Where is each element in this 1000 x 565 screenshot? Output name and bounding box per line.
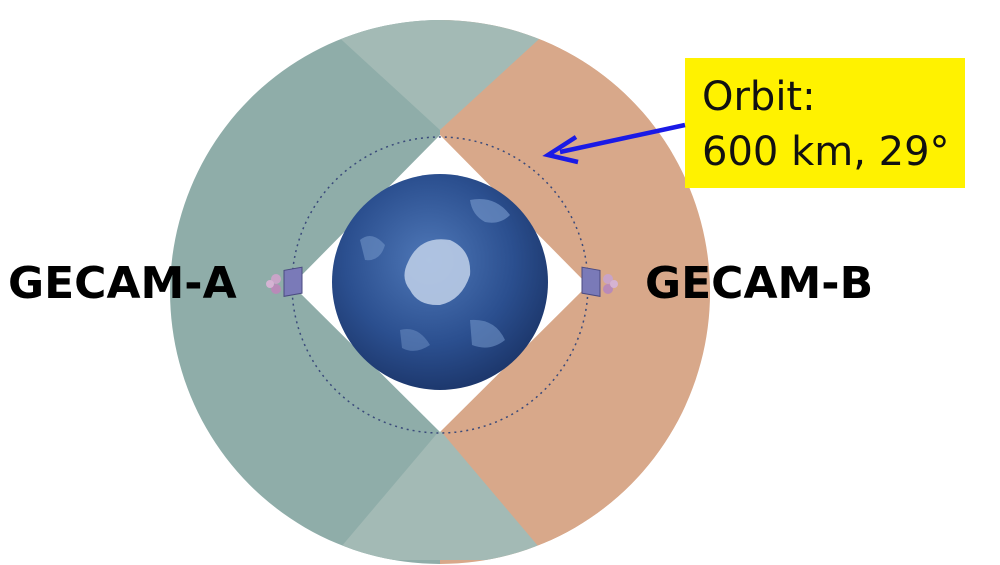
orbit-callout-box [685, 58, 965, 188]
orbit-callout-line1: Orbit: [702, 74, 816, 120]
satellite-b-label: GECAM-B [645, 258, 873, 309]
satellite-b-icon [581, 266, 618, 297]
satellite-a-icon [266, 266, 303, 297]
callout-arrow [542, 122, 686, 165]
orbit-callout-line2: 600 km, 29° [702, 129, 950, 175]
satellite-a-label: GECAM-A [8, 258, 237, 309]
fov-overlap-bottom [330, 430, 550, 560]
fov-overlap-top [320, 20, 560, 130]
earth-globe-icon [332, 174, 548, 390]
